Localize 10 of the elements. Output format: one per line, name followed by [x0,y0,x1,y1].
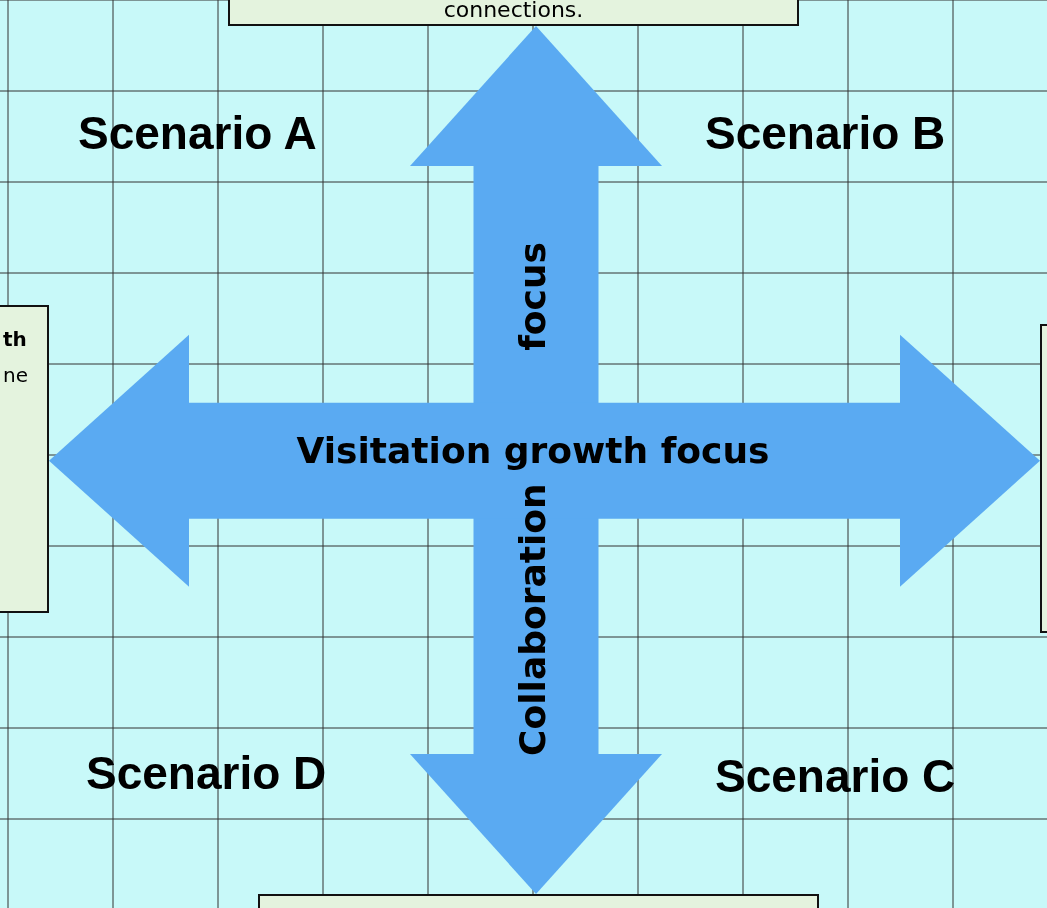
double-arrow [49,334,1040,587]
box-text: connections. [442,0,585,22]
box-text: ne [3,363,28,387]
scenario-label: Scenario C [715,749,956,803]
scenario-label: Scenario A [78,106,317,160]
scenario-label: Scenario B [705,106,946,160]
box-heading: th [3,327,27,351]
double-arrow [410,26,662,894]
edge-label: Visitation growth focus [295,430,771,471]
scenario-label: Scenario D [86,746,327,800]
